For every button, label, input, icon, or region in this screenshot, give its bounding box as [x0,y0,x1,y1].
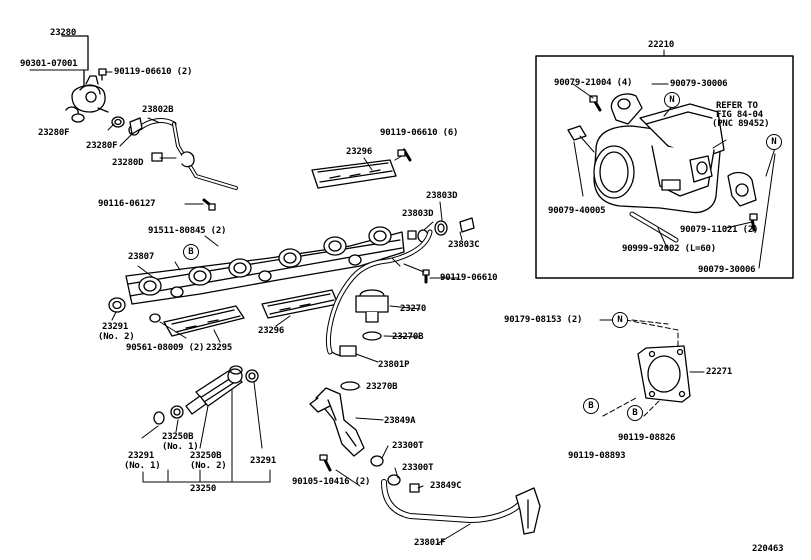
part-label-90079-30006-a: 90079-30006 [670,79,728,89]
injector-23250 [141,365,271,483]
part-label-23300t-b: 23300T [402,463,434,473]
fuel-hose-23801f [370,455,541,535]
part-label-90999-92002: 90999-92002 (L=60) [622,244,716,254]
part-label-23250b-no2: 23250B [190,451,222,461]
part-label-91511-80845: 91511-80845 (2) [148,226,227,236]
part-label-23291-no1: 23291 [128,451,155,461]
part-label-23250b-no1-sub: (No. 1) [162,442,199,452]
part-label-23849c: 23849C [430,481,462,491]
part-label-90119-06610-6: 90119-06610 (6) [380,128,459,138]
part-label-23802b: 23802B [142,105,174,115]
pressure-regulator-group [29,35,113,123]
fuel-rail-23807 [108,226,405,323]
part-label-23291-no1-sub: (No. 1) [124,461,161,471]
part-label-23296-a: 23296 [346,147,373,157]
part-label-23295: 23295 [206,343,233,353]
part-label-90119-08826: 90119-08826 [618,433,676,443]
figure-number: 220463 [752,544,784,554]
part-label-90119-06610: 90119-06610 [440,273,498,283]
part-label-23250b-no1: 23250B [162,432,194,442]
part-label-90079-30006-b: 90079-30006 [698,265,756,275]
refer-note-line1: REFER TO [716,101,758,111]
part-label-90079-40005: 90079-40005 [548,206,606,216]
part-label-90119-08893: 90119-08893 [568,451,626,461]
part-label-23296-b: 23296 [258,326,285,336]
part-label-90179-08153: 90179-08153 (2) [504,315,583,325]
part-label-23280: 23280 [50,28,77,38]
part-label-23849a: 23849A [384,416,416,426]
part-label-23803d-a: 23803D [426,191,458,201]
part-label-23803d-b: 23803D [402,209,434,219]
pulsation-damper-23270 [340,289,389,391]
part-label-90079-21004: 90079-21004 (4) [554,78,633,88]
fuel-union-and-pipe [325,217,475,357]
part-label-23803c: 23803C [448,240,480,250]
bracket-23849a [309,387,365,472]
part-label-23250b-no2-sub: (No. 2) [190,461,227,471]
part-label-90105-10416: 90105-10416 (2) [292,477,371,487]
fuel-pipe-23802b [111,116,238,211]
part-label-23291-no2-sub: (No. 2) [98,332,135,342]
callout-n-top: N [664,92,680,108]
part-label-90079-11021: 90079-11021 (2) [680,225,759,235]
throttle-body-group [535,49,794,279]
callout-b-left: B [583,398,599,414]
part-label-90301-07001: 90301-07001 [20,59,78,69]
part-label-90119-06610-2: 90119-06610 (2) [114,67,193,77]
part-label-23250: 23250 [190,484,217,494]
refer-note-line2: FIG 84-04 [716,110,763,120]
callout-n-gasket: N [612,312,628,328]
callout-b-rail: B [183,244,199,260]
part-label-23270: 23270 [400,304,427,314]
part-label-23270b-a: 23270B [392,332,424,342]
part-label-23807: 23807 [128,252,155,262]
part-label-23801p: 23801P [378,360,410,370]
part-label-23280d: 23280D [112,158,144,168]
part-label-23291-c: 23291 [250,456,277,466]
part-label-23280f-a: 23280F [38,128,70,138]
part-label-23801f: 23801F [414,538,446,548]
part-label-23291-no2: 23291 [102,322,129,332]
part-label-23300t-a: 23300T [392,441,424,451]
insulator-23295 [163,305,245,337]
part-label-90561-08009: 90561-08009 (2) [126,343,205,353]
callout-b-right: B [627,405,643,421]
part-label-90116-06127: 90116-06127 [98,199,156,209]
callout-n-right: N [766,134,782,150]
gasket-22271 [599,319,705,417]
part-label-23270b-b: 23270B [366,382,398,392]
part-label-22210: 22210 [648,40,675,50]
leader-lines [107,117,471,545]
part-label-23280f-b: 23280F [86,141,118,151]
refer-note-line3: (PNC 89452) [712,119,770,129]
part-label-22271: 22271 [706,367,733,377]
